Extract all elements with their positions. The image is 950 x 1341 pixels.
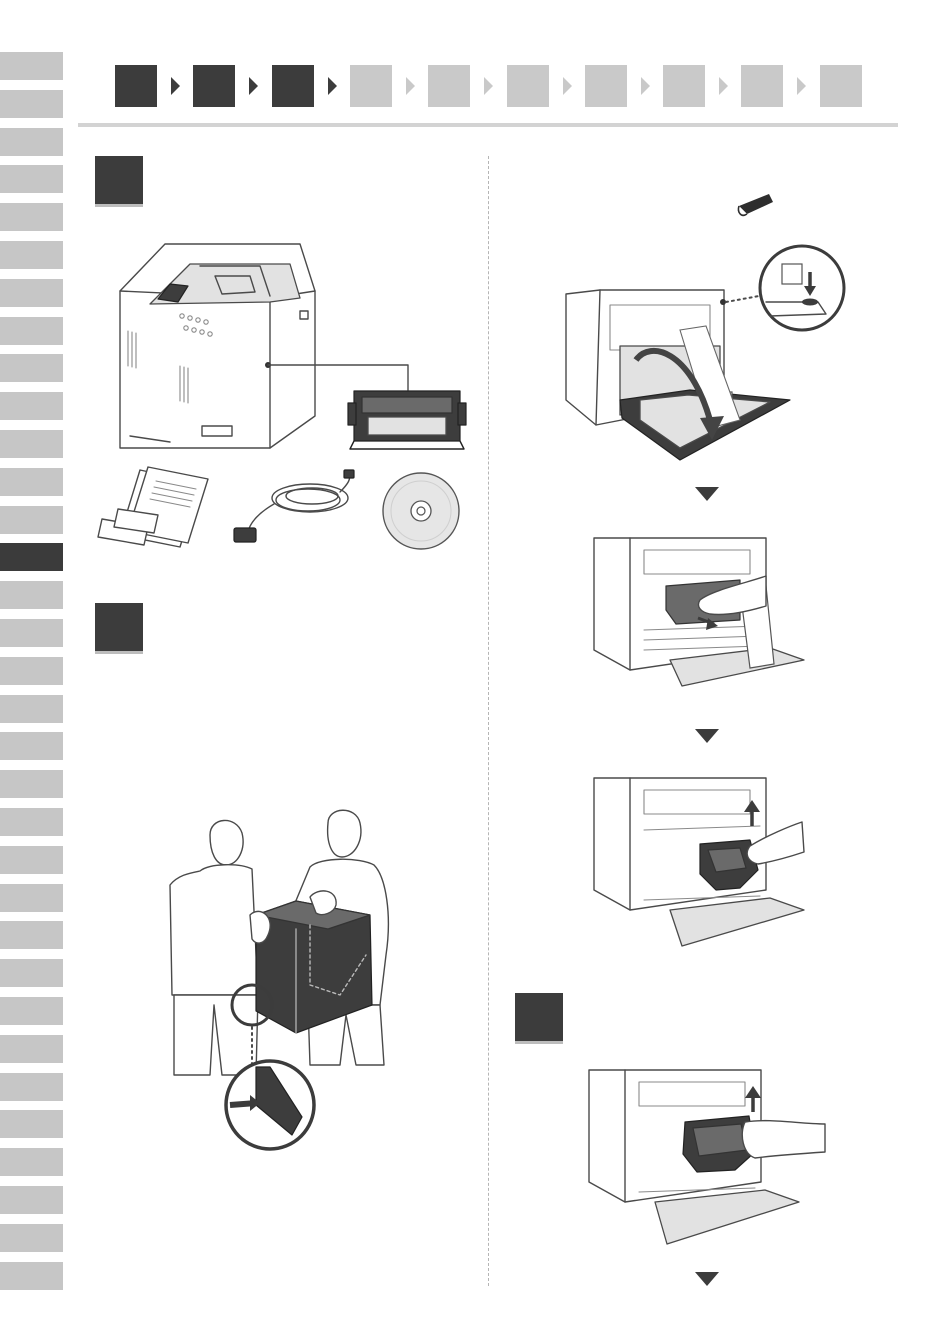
step-indicator-pending	[820, 65, 862, 107]
language-tab	[0, 1073, 63, 1101]
language-tab	[0, 354, 63, 382]
language-tab	[0, 468, 63, 496]
pull-out-cartridge-illustration	[590, 770, 830, 955]
remove-packing-illustration	[590, 530, 830, 690]
step-indicator-pending	[350, 65, 392, 107]
step-arrow-icon	[328, 77, 337, 95]
language-tab	[0, 1110, 63, 1138]
open-front-cover-illustration	[560, 250, 850, 465]
language-tab	[0, 392, 63, 420]
step-indicator-pending	[741, 65, 783, 107]
language-tab	[0, 921, 63, 949]
language-tab	[0, 52, 63, 80]
step-indicator-pending	[663, 65, 705, 107]
step-indicator-complete	[193, 65, 235, 107]
language-tab	[0, 619, 63, 647]
manual-documents-icon	[100, 465, 215, 550]
down-arrow-icon	[695, 487, 719, 501]
step-arrow-icon	[484, 77, 493, 95]
language-tab	[0, 241, 63, 269]
header-rule	[78, 123, 898, 127]
step-arrow-icon	[406, 77, 415, 95]
language-tab	[0, 846, 63, 874]
step-arrow-icon	[719, 77, 728, 95]
step-arrow-icon	[171, 77, 180, 95]
language-tab	[0, 1186, 63, 1214]
language-tab	[0, 884, 63, 912]
language-tab	[0, 959, 63, 987]
section-marker-box-contents	[95, 156, 143, 204]
language-tab	[0, 317, 63, 345]
step-indicator-pending	[428, 65, 470, 107]
language-tab	[0, 1035, 63, 1063]
section-marker-insert-cartridge	[515, 993, 563, 1041]
section-marker-move-printer	[95, 603, 143, 651]
tape-icon	[735, 192, 775, 222]
cd-rom-icon	[380, 470, 462, 552]
power-cord-icon	[230, 470, 355, 550]
language-tab	[0, 581, 63, 609]
language-tab	[0, 732, 63, 760]
step-arrow-icon	[249, 77, 258, 95]
step-indicator-complete	[115, 65, 157, 107]
language-tab	[0, 203, 63, 231]
language-tab	[0, 808, 63, 836]
language-tab	[0, 657, 63, 685]
language-tab	[0, 770, 63, 798]
language-tab	[0, 1148, 63, 1176]
insert-cartridge-illustration	[585, 1062, 830, 1252]
step-indicator-pending	[585, 65, 627, 107]
step-arrow-icon	[563, 77, 572, 95]
language-tab	[0, 90, 63, 118]
lift-printer-illustration	[160, 805, 400, 1155]
language-tab	[0, 506, 63, 534]
down-arrow-icon	[695, 729, 719, 743]
step-arrow-icon	[797, 77, 806, 95]
step-arrow-icon	[641, 77, 650, 95]
language-tab-active	[0, 543, 63, 571]
language-tab	[0, 1262, 63, 1290]
language-tab	[0, 997, 63, 1025]
step-indicator-complete	[272, 65, 314, 107]
language-tab	[0, 128, 63, 156]
language-tab	[0, 279, 63, 307]
language-tab	[0, 695, 63, 723]
drum-unit-icon	[348, 383, 468, 453]
down-arrow-icon	[695, 1272, 719, 1286]
step-indicator-pending	[507, 65, 549, 107]
language-tab	[0, 165, 63, 193]
printer-icon	[110, 236, 330, 456]
column-divider	[488, 156, 489, 1286]
language-tab	[0, 430, 63, 458]
language-tab	[0, 1224, 63, 1252]
